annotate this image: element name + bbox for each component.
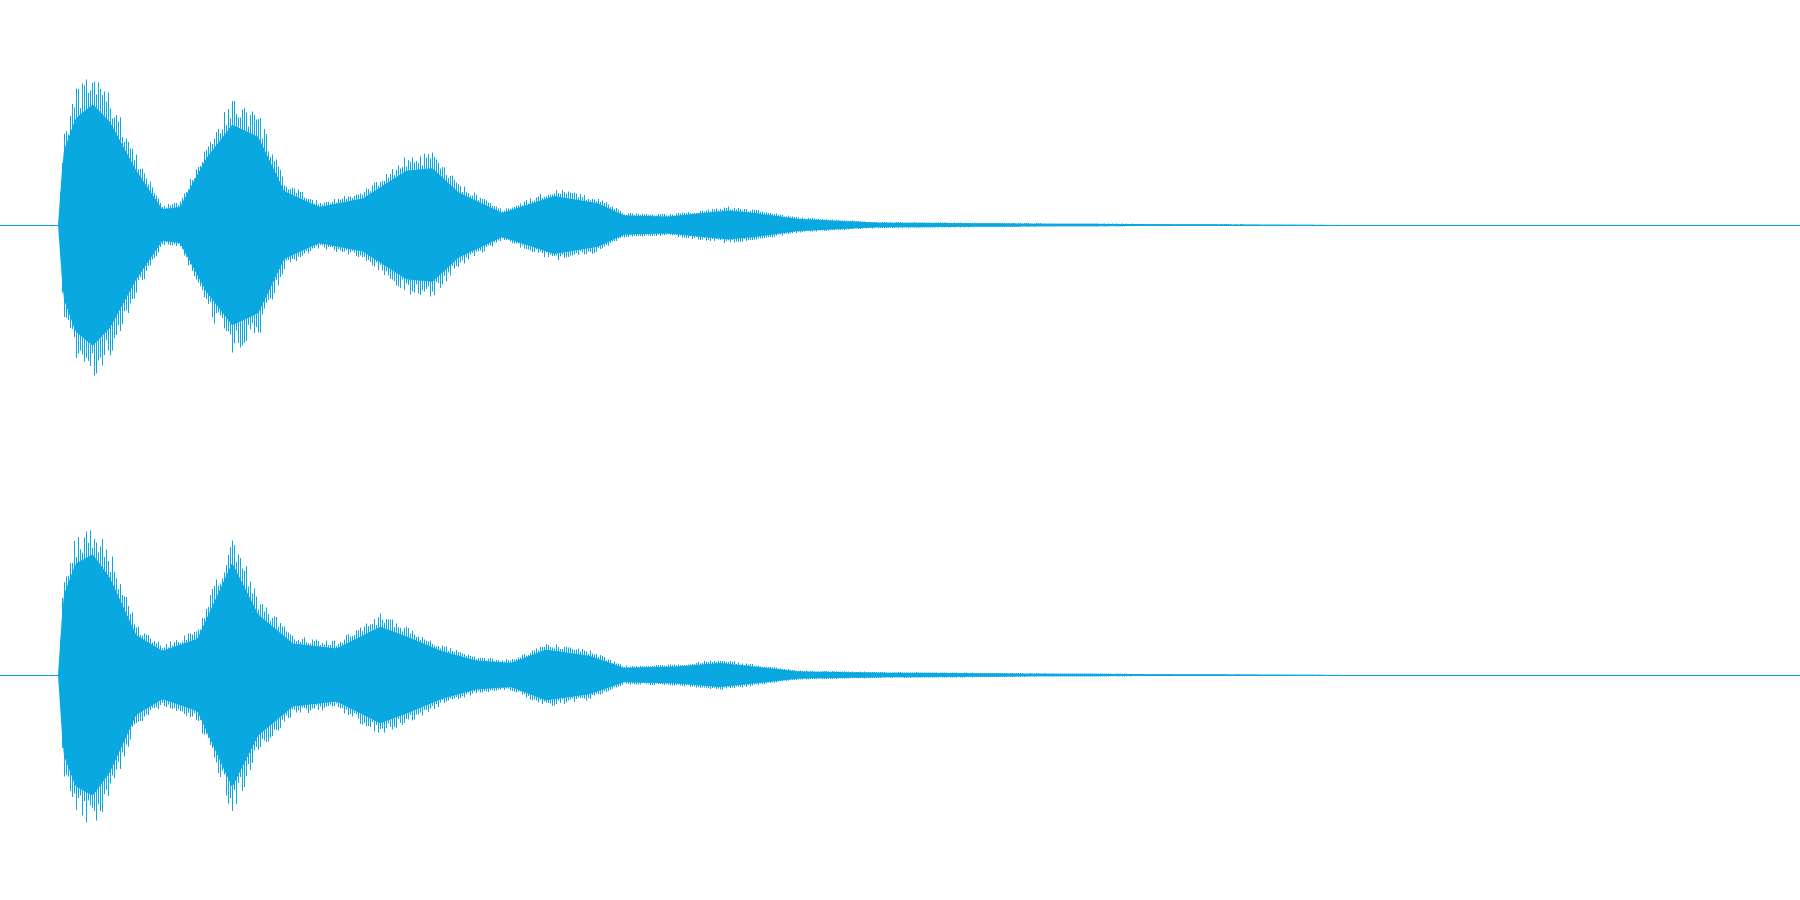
channels-layer bbox=[0, 79, 1800, 823]
channel-2-waveform-peaks bbox=[60, 530, 1329, 823]
waveform-channel-2 bbox=[0, 530, 1800, 823]
channel-1-waveform-peaks bbox=[60, 79, 1329, 376]
waveform-channel-1 bbox=[0, 79, 1800, 376]
